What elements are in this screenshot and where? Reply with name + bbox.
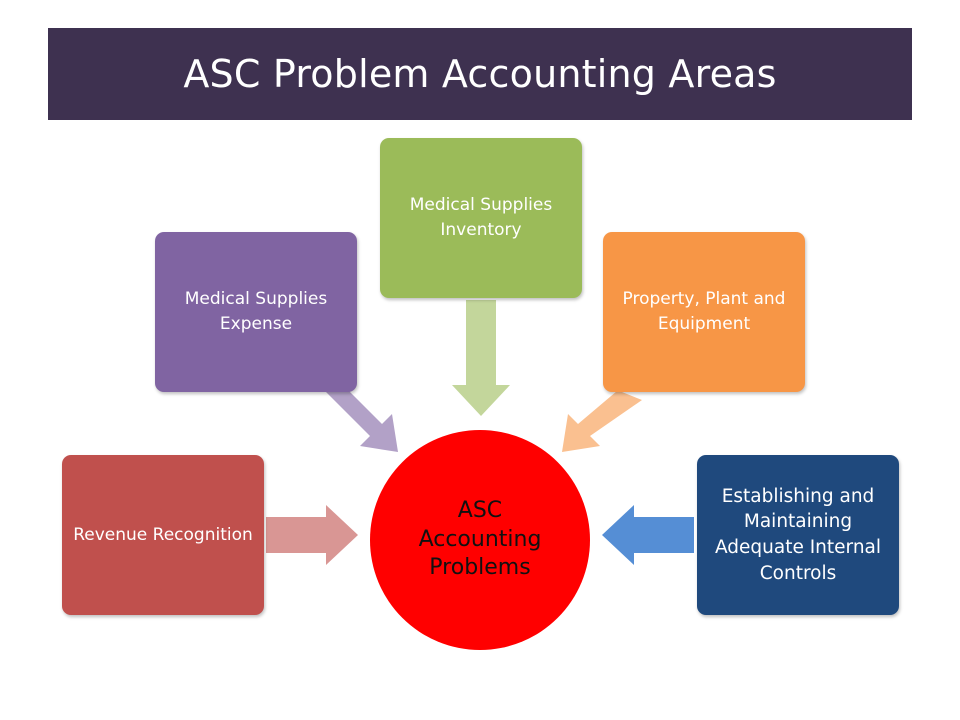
arrow-controls (602, 505, 694, 565)
area-property-plant-equipment: Property, Plant and Equipment (603, 232, 805, 392)
area-revenue-recognition: Revenue Recognition (62, 455, 264, 615)
arrow-inventory (452, 300, 510, 416)
center-label: ASC Accounting Problems (418, 498, 542, 581)
area-label: Establishing and Maintaining Adequate In… (714, 485, 882, 584)
area-label: Medical Supplies Expense (184, 289, 328, 334)
arrow-revenue (266, 505, 358, 565)
area-medical-supplies-expense: Medical Supplies Expense (155, 232, 357, 392)
area-label: Medical Supplies Inventory (409, 195, 553, 240)
area-internal-controls: Establishing and Maintaining Adequate In… (697, 455, 899, 615)
arrow-ppe (562, 380, 642, 452)
area-label: Property, Plant and Equipment (622, 289, 786, 334)
center-node: ASC Accounting Problems (370, 430, 590, 650)
slide-title: ASC Problem Accounting Areas (183, 52, 777, 96)
area-medical-supplies-inventory: Medical Supplies Inventory (380, 138, 582, 298)
title-bar: ASC Problem Accounting Areas (48, 28, 912, 120)
arrow-expense (318, 380, 398, 452)
area-label: Revenue Recognition (73, 524, 253, 545)
